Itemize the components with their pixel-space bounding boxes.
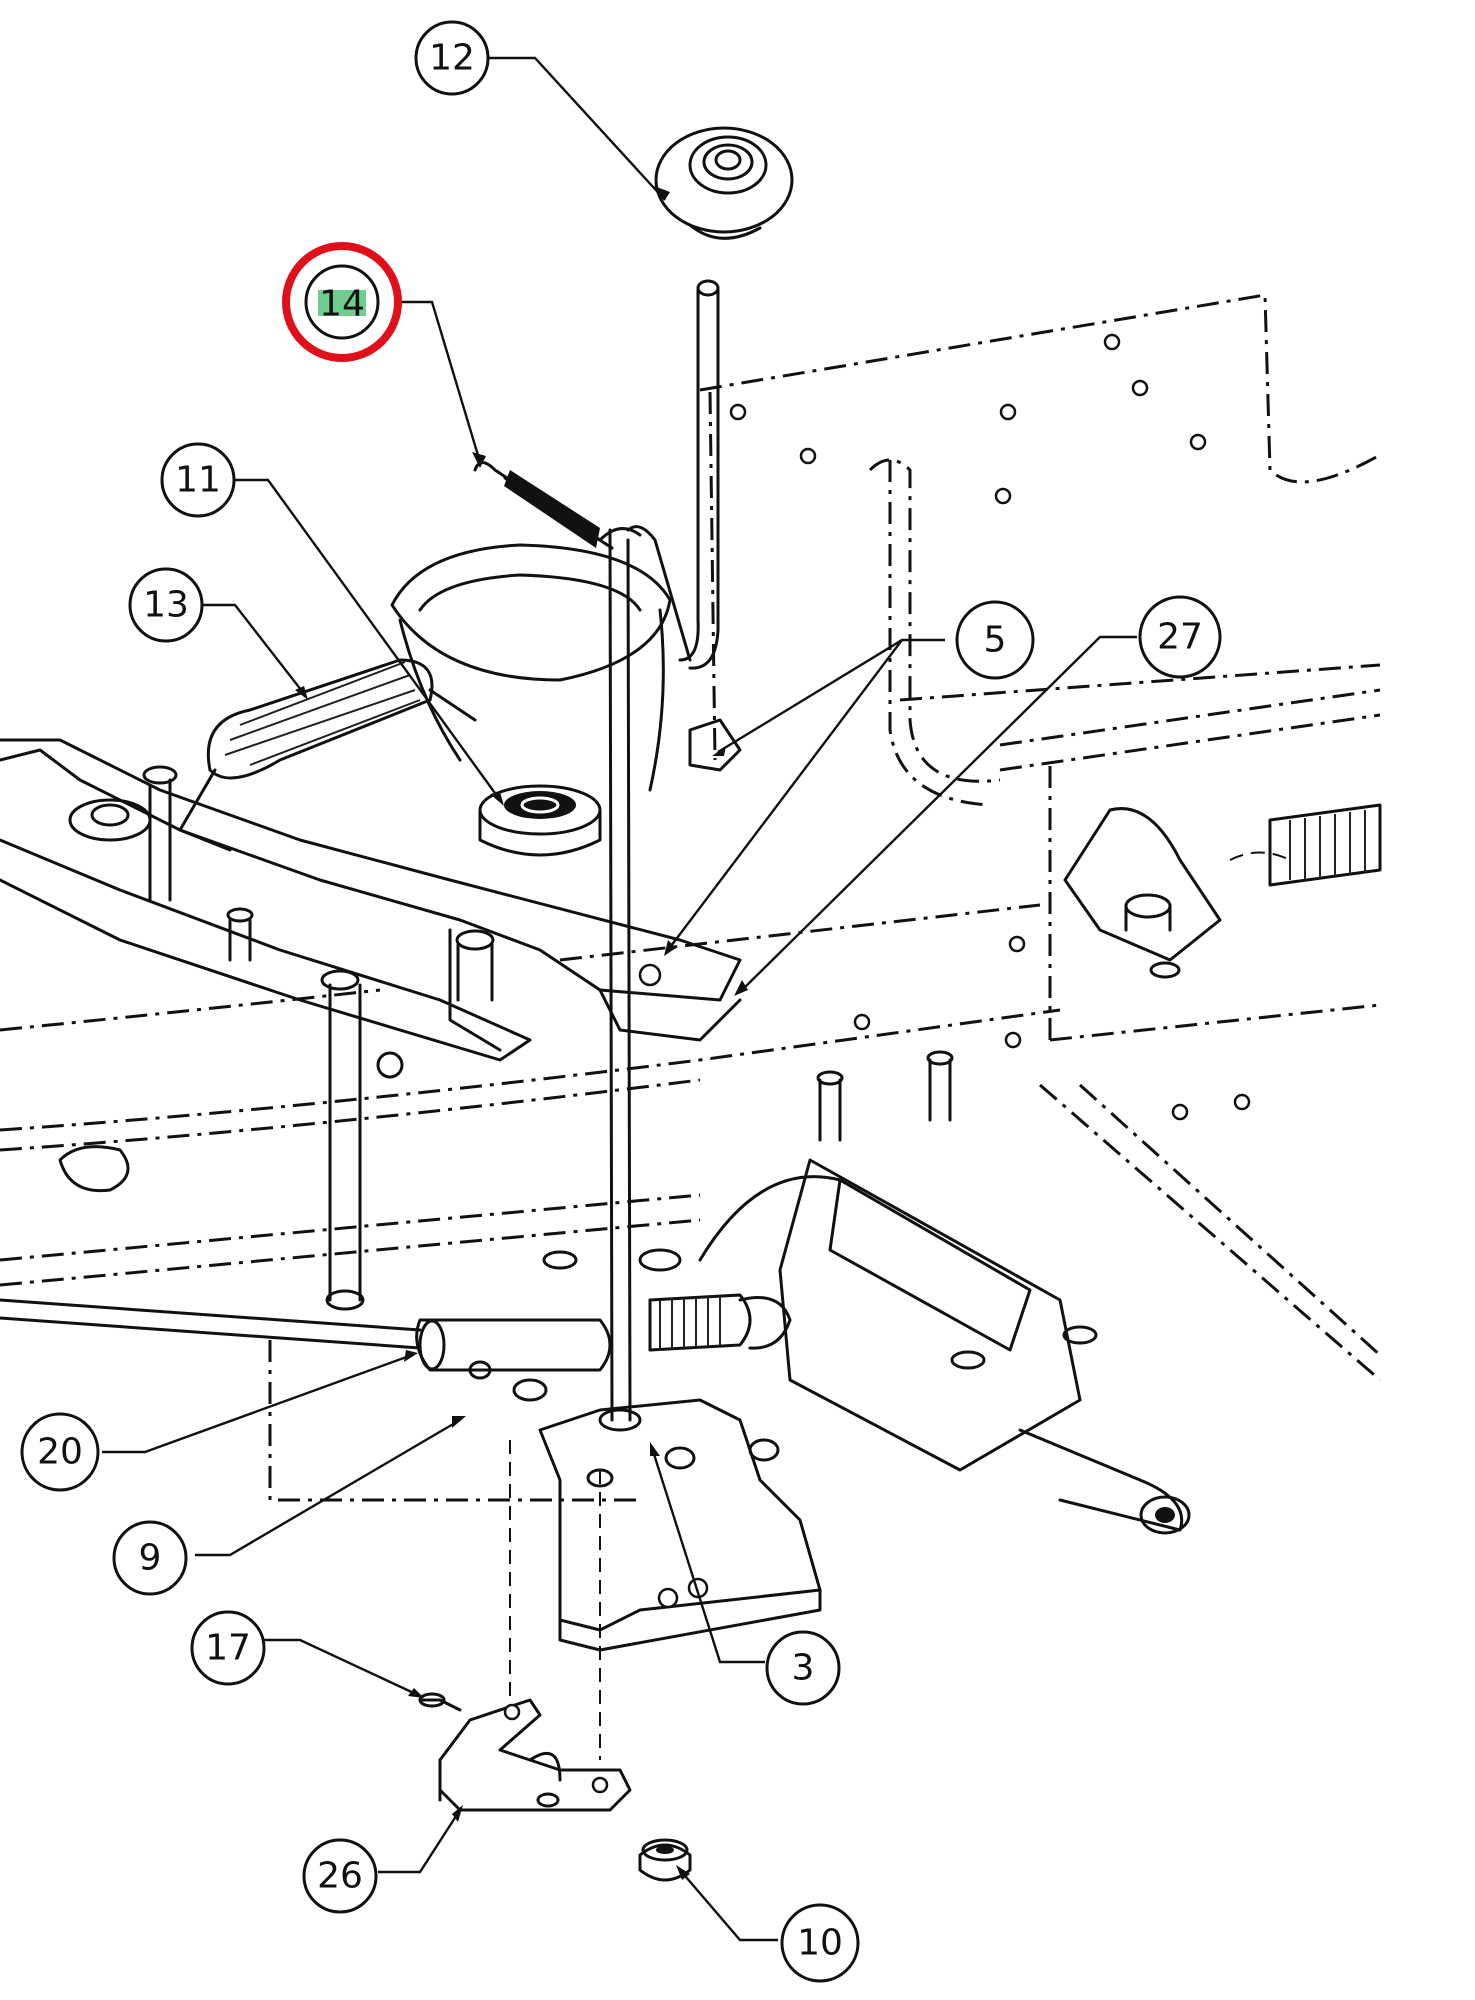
return-spring — [473, 461, 642, 550]
callout-13: 13 — [128, 567, 204, 643]
callout-17-label: 17 — [205, 1628, 251, 1669]
control-cable — [0, 1248, 792, 1372]
callout-11: 11 — [160, 442, 236, 518]
callout-26: 26 — [302, 1838, 378, 1914]
shift-bracket — [468, 1360, 822, 1760]
leader-lines — [102, 56, 1137, 1942]
pulley-assembly — [390, 543, 742, 857]
callout-9: 9 — [112, 1520, 188, 1596]
callout-13-label: 13 — [143, 585, 189, 626]
callout-9-label: 9 — [139, 1538, 162, 1579]
callout-14: 14 — [282, 242, 402, 362]
callout-11-label: 11 — [175, 460, 221, 501]
callout-10-label: 10 — [797, 1923, 843, 1964]
callout-5-label: 5 — [984, 620, 1007, 661]
callout-3: 3 — [765, 1630, 841, 1706]
callout-12-label: 12 — [429, 38, 475, 79]
callout-27: 27 — [1138, 595, 1222, 679]
callout-14-label: 14 — [319, 284, 365, 325]
callout-14-highlight — [318, 290, 366, 316]
callout-20: 20 — [20, 1412, 100, 1492]
hex-nut — [638, 1838, 692, 1882]
tension-spring — [178, 658, 477, 852]
callout-27-label: 27 — [1157, 617, 1203, 658]
linkage-bracket — [0, 738, 742, 1311]
callout-3-label: 3 — [792, 1648, 815, 1689]
callout-17: 17 — [190, 1610, 266, 1686]
callout-5: 5 — [955, 600, 1035, 680]
link-plate — [418, 1692, 632, 1812]
highlight-ring — [282, 242, 402, 362]
callout-10: 10 — [780, 1903, 860, 1983]
control-shaft — [698, 1050, 1191, 1535]
callout-20-label: 20 — [37, 1432, 83, 1473]
right-pivot — [1063, 803, 1382, 979]
callout-12: 12 — [414, 20, 490, 96]
callout-26-label: 26 — [317, 1856, 363, 1897]
